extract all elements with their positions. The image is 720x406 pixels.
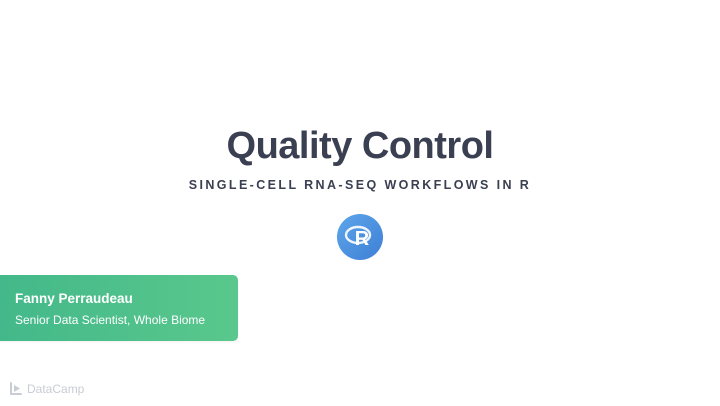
instructor-name: Fanny Perraudeau xyxy=(15,291,133,306)
r-letter: R xyxy=(355,228,370,250)
instructor-card: Fanny Perraudeau Senior Data Scientist, … xyxy=(0,275,238,341)
course-subtitle: SINGLE-CELL RNA-SEQ WORKFLOWS IN R xyxy=(188,178,532,192)
datacamp-wordmark: DataCamp xyxy=(27,382,85,396)
instructor-role: Senior Data Scientist, Whole Biome xyxy=(15,313,206,327)
r-language-icon: R xyxy=(337,214,383,260)
slide-title: Quality Control xyxy=(226,125,494,167)
datacamp-brand: DataCamp xyxy=(8,380,84,398)
datacamp-logo-icon xyxy=(10,382,22,395)
course-badge: R xyxy=(337,214,383,260)
